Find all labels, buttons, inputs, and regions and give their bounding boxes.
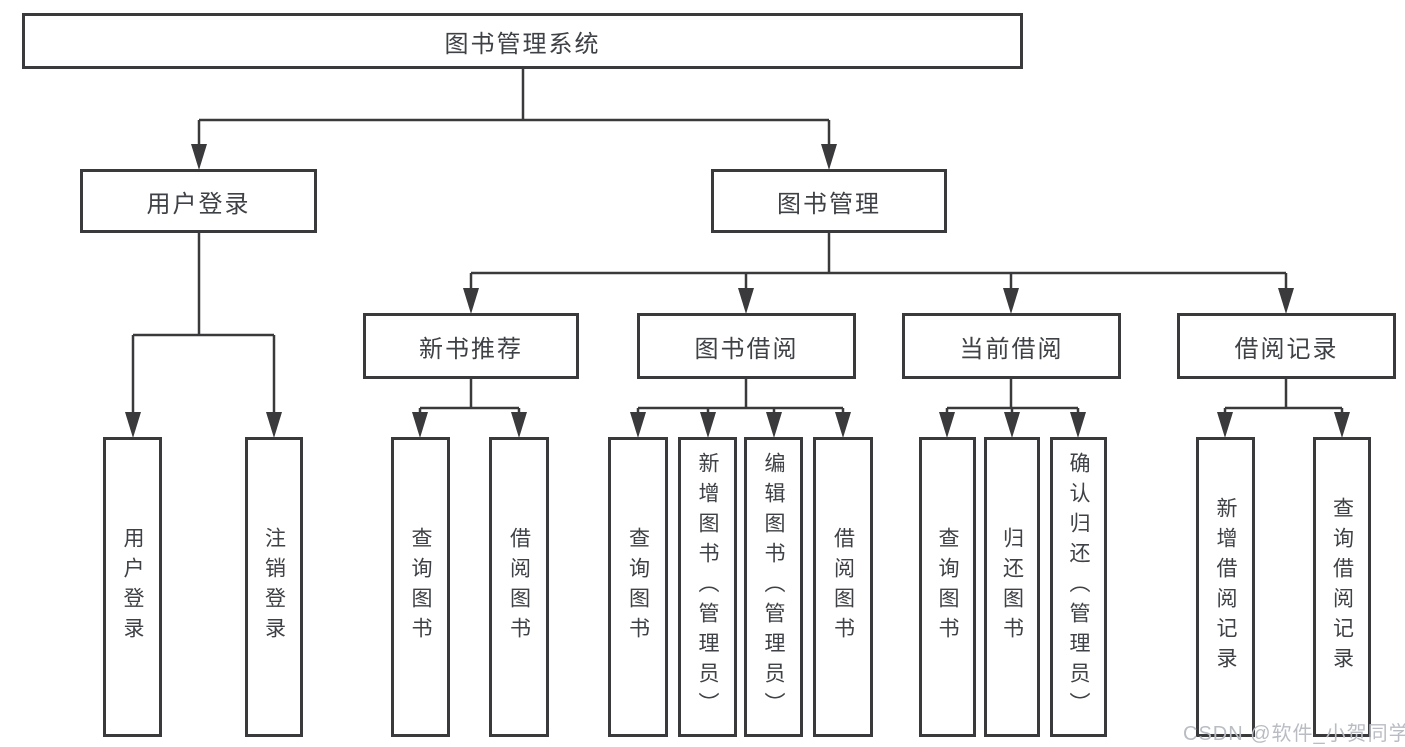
leaf-label: 确认归还（管理员） [1067,452,1091,722]
leaf-add-book-admin: 新增图书（管理员） [678,437,737,737]
leaf-query-books-current: 查询图书 [919,437,976,737]
leaf-confirm-return-admin: 确认归还（管理员） [1050,437,1107,737]
leaf-label: 查询图书 [936,527,960,647]
leaf-query-borrow-record: 查询借阅记录 [1313,437,1371,737]
node-library-system: 图书管理系统 [22,13,1023,69]
leaf-label: 查询借阅记录 [1330,497,1354,677]
leaf-user-login: 用户登录 [103,437,162,737]
leaf-query-books-recommend: 查询图书 [391,437,450,737]
leaf-borrow-books: 借阅图书 [813,437,873,737]
node-user-login: 用户登录 [80,169,317,233]
leaf-label: 用户登录 [121,527,145,647]
node-borrow-records: 借阅记录 [1177,313,1396,379]
leaf-query-books-borrow: 查询图书 [608,437,668,737]
leaf-return-book: 归还图书 [984,437,1040,737]
leaf-label: 注销登录 [262,527,286,647]
node-book-management: 图书管理 [711,169,947,233]
leaf-label: 新增借阅记录 [1214,497,1238,677]
leaf-label: 查询图书 [409,527,433,647]
leaf-label: 借阅图书 [507,527,531,647]
node-new-book-recommend: 新书推荐 [363,313,579,379]
leaf-logout: 注销登录 [245,437,303,737]
leaf-borrow-books-recommend: 借阅图书 [489,437,549,737]
leaf-label: 编辑图书（管理员） [762,452,786,722]
leaf-label: 查询图书 [626,527,650,647]
leaf-label: 借阅图书 [831,527,855,647]
leaf-label: 归还图书 [1000,527,1024,647]
node-current-borrow: 当前借阅 [902,313,1121,379]
leaf-edit-book-admin: 编辑图书（管理员） [744,437,803,737]
node-book-borrow: 图书借阅 [637,313,856,379]
csdn-watermark: CSDN @软件_小贺同学 [1183,723,1405,745]
leaf-add-borrow-record: 新增借阅记录 [1196,437,1255,737]
leaf-label: 新增图书（管理员） [696,452,720,722]
